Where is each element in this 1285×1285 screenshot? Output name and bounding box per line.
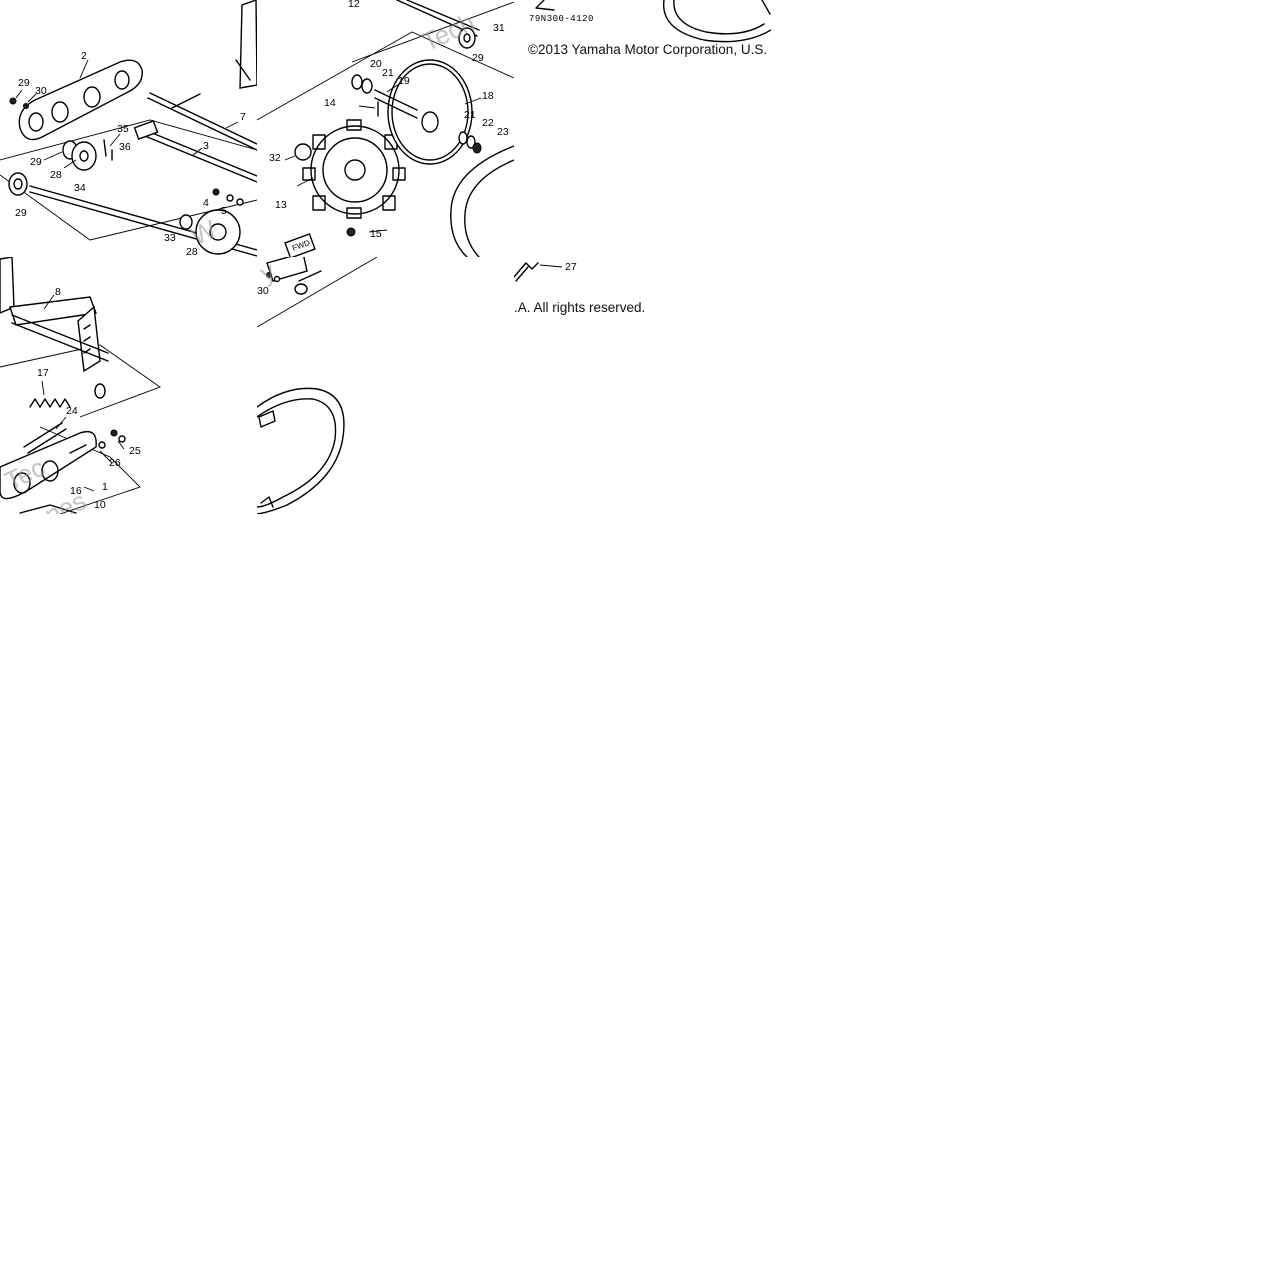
callout-29-b: 29 bbox=[15, 207, 27, 219]
callout-36: 36 bbox=[119, 141, 131, 153]
diagram-tile-copyright-bottom: 27 .A. All rights reserved. bbox=[514, 257, 771, 514]
callout-2: 2 bbox=[81, 50, 87, 62]
callout-22: 22 bbox=[482, 117, 494, 129]
callout-8: 8 bbox=[55, 286, 61, 298]
callout-24: 24 bbox=[66, 405, 78, 417]
diagram-tile-copyright-top: 79N300-4120 ©2013 Yamaha Motor Corporati… bbox=[514, 0, 771, 257]
callout-28-b: 28 bbox=[186, 246, 198, 258]
diagram-tile-rear-axle: 2 29 30 7 35 36 3 29 28 34 29 4 5 33 28 … bbox=[0, 0, 257, 257]
callout-35: 35 bbox=[117, 123, 129, 135]
callout-30-a: 29 bbox=[18, 77, 30, 89]
callout-21-b: 21 bbox=[464, 109, 476, 121]
callout-19: 19 bbox=[398, 75, 410, 87]
callout-27: 27 bbox=[565, 261, 577, 273]
callout-15: 13 bbox=[275, 199, 287, 211]
callout-17: 15 bbox=[370, 228, 382, 240]
bracket-drawing bbox=[0, 257, 161, 514]
part-code: 79N300-4120 bbox=[529, 14, 594, 24]
callout-34: 33 bbox=[164, 232, 176, 244]
copyright-line-2: .A. All rights reserved. bbox=[514, 300, 646, 315]
diagram-tile-drive-sprocket: 12 31 29 20 21 19 18 14 21 22 23 32 13 1… bbox=[257, 0, 514, 257]
diagram-tile-bracket: 8 17 24 25 26 1 16 10 Tec nes bbox=[0, 257, 257, 514]
callout-33: 34 bbox=[74, 182, 86, 194]
callout-4: 4 bbox=[203, 197, 209, 209]
callout-12: 16 bbox=[70, 485, 82, 497]
callout-16: 14 bbox=[324, 97, 336, 109]
callout-3: 3 bbox=[203, 140, 209, 152]
rear-axle-drawing bbox=[0, 0, 257, 257]
callout-18: 18 bbox=[482, 90, 494, 102]
track-belt-drawing bbox=[257, 257, 378, 514]
callout-28-a: 28 bbox=[50, 169, 62, 181]
callout-31-b: 31 bbox=[493, 22, 505, 34]
callout-29-c: 29 bbox=[472, 52, 484, 64]
drive-sprocket-drawing bbox=[257, 0, 514, 257]
callout-7: 7 bbox=[240, 111, 246, 123]
callout-29-a: 29 bbox=[30, 156, 42, 168]
callout-5: 5 bbox=[221, 205, 227, 217]
callout-25: 25 bbox=[129, 445, 141, 457]
clip-drawing bbox=[514, 262, 563, 282]
callout-30-b: 30 bbox=[257, 285, 269, 297]
callout-20: 20 bbox=[370, 58, 382, 70]
callout-14: 12 bbox=[348, 0, 360, 10]
callout-1: 1 bbox=[102, 481, 108, 493]
callout-26: 26 bbox=[109, 457, 121, 469]
callout-32: 32 bbox=[269, 152, 281, 164]
callout-23: 23 bbox=[497, 126, 509, 138]
callout-10: 10 bbox=[94, 499, 106, 511]
callout-13: 17 bbox=[37, 367, 49, 379]
copyright-line-1: ©2013 Yamaha Motor Corporation, U.S. bbox=[528, 42, 768, 57]
diagram-tile-track: 30 y bbox=[257, 257, 514, 514]
callout-21-a: 21 bbox=[382, 67, 394, 79]
callout-31-a: 30 bbox=[35, 85, 47, 97]
track-corner-drawing bbox=[535, 0, 771, 43]
